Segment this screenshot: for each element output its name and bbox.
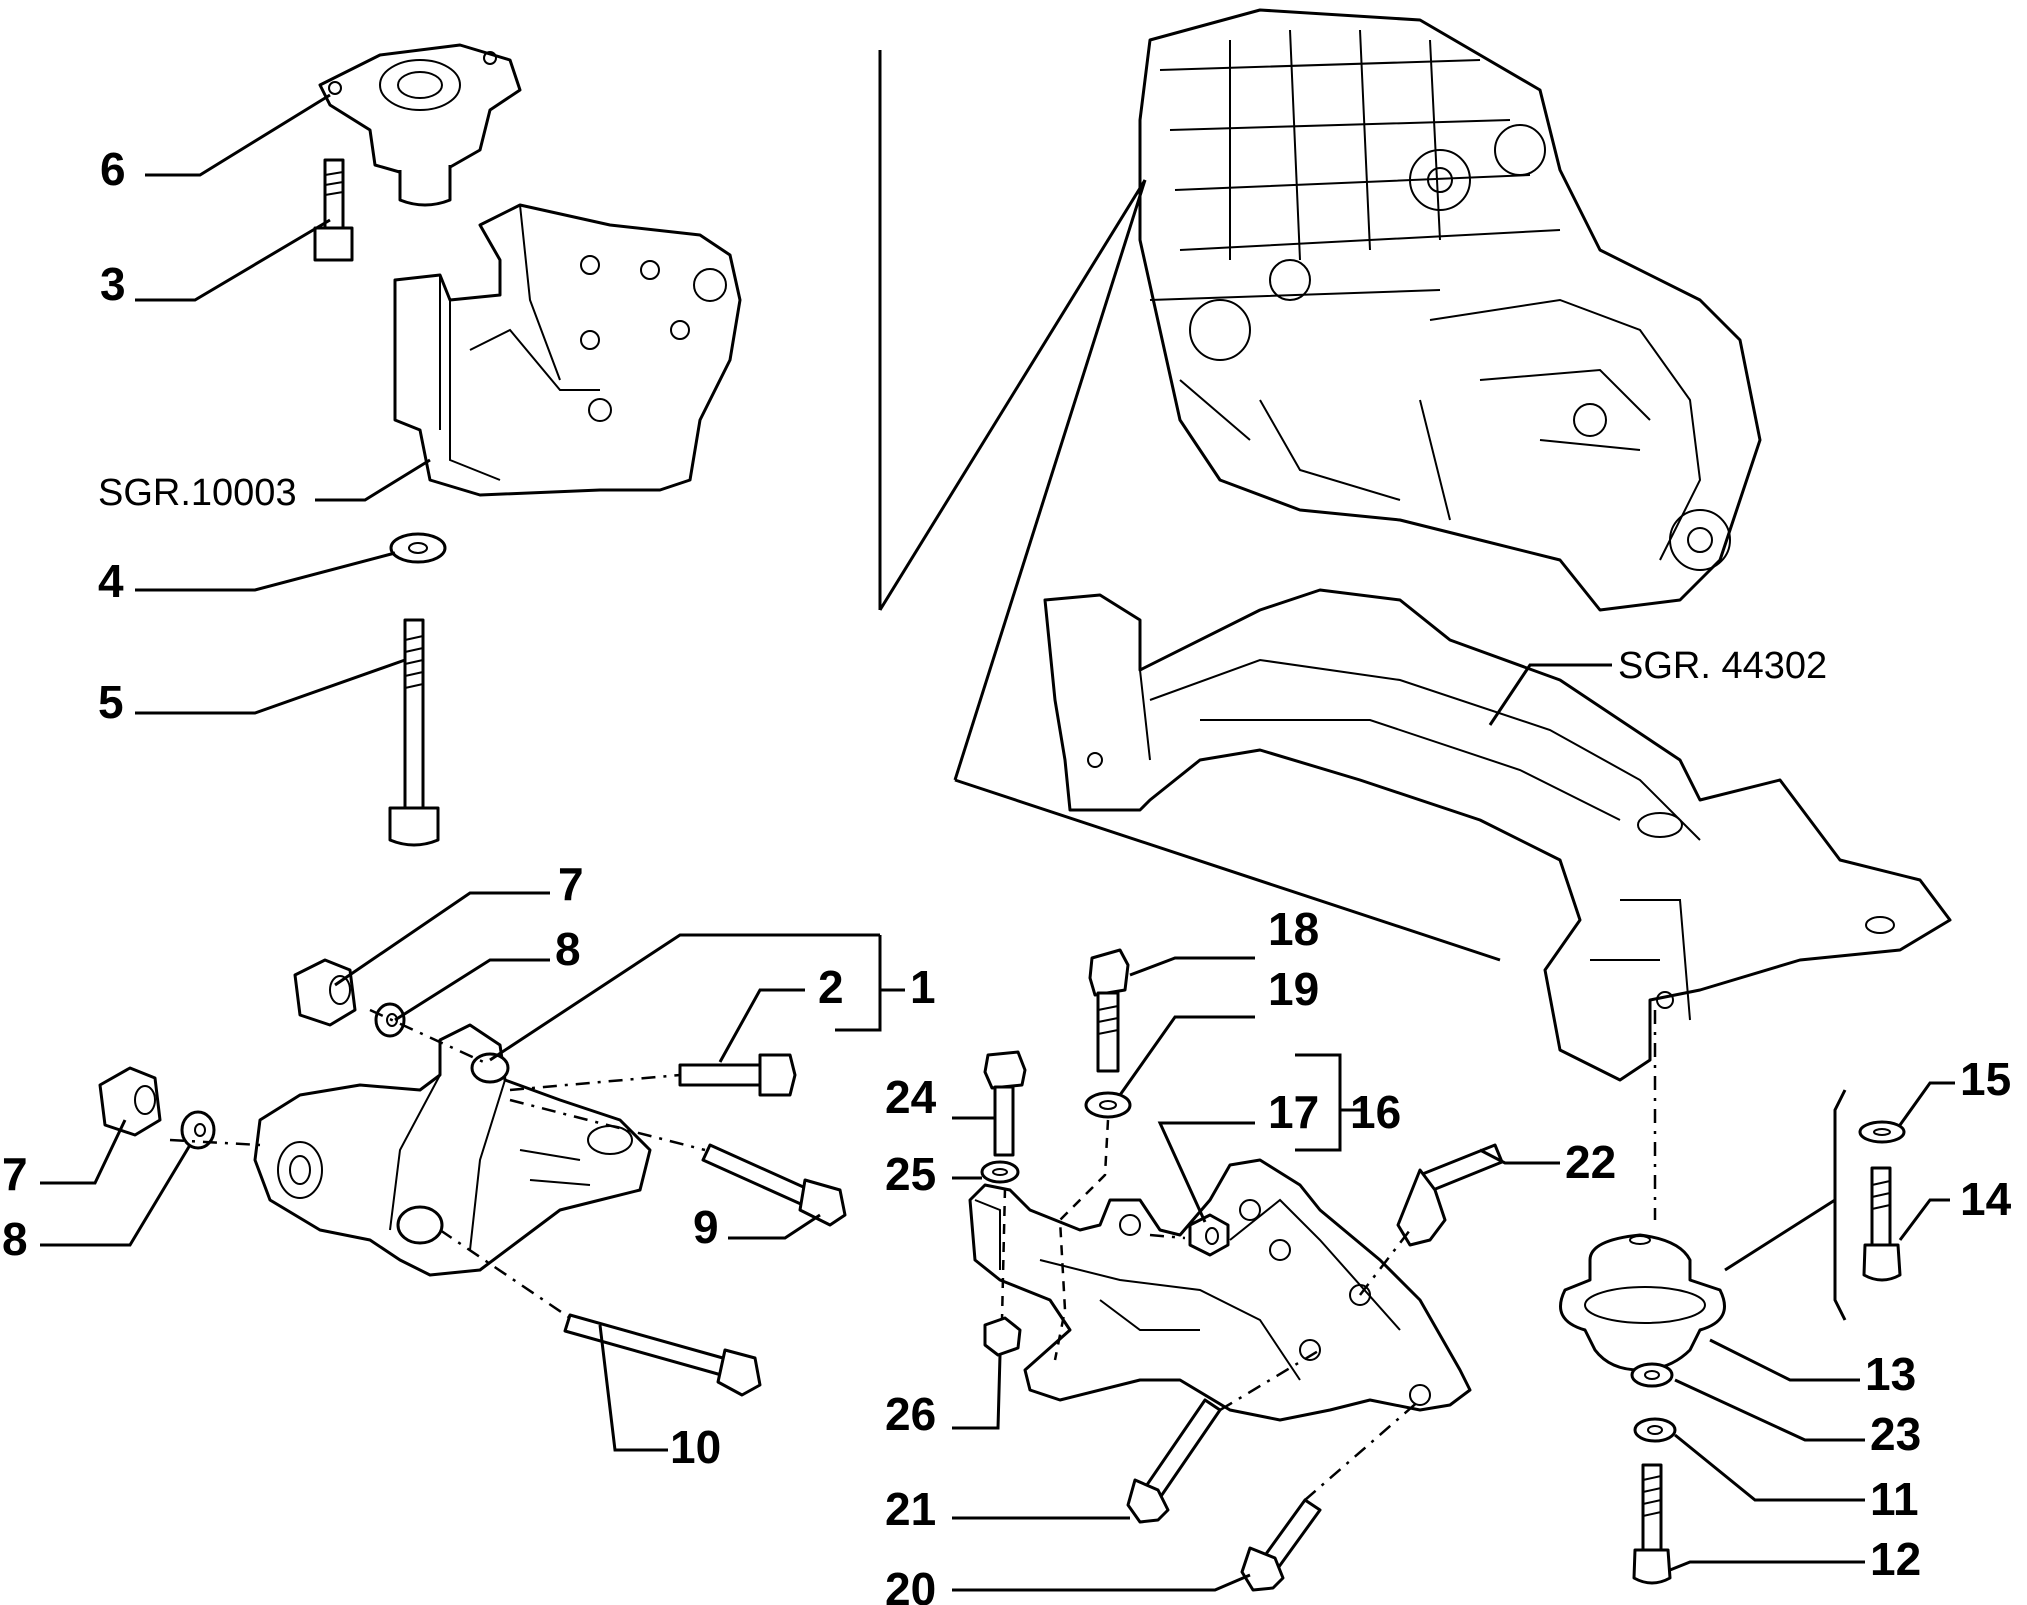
callout-20: 20 bbox=[885, 1563, 936, 1605]
part-3-bolt bbox=[313, 158, 354, 262]
callout-13: 13 bbox=[1865, 1348, 1916, 1400]
callout-8-lower: 8 bbox=[2, 1213, 28, 1265]
part-15-nut bbox=[1858, 1120, 1906, 1144]
part-7-nut-lower bbox=[98, 1066, 162, 1137]
callout-3: 3 bbox=[100, 258, 126, 310]
callout-17: 17 bbox=[1268, 1086, 1319, 1138]
callout-15: 15 bbox=[1960, 1053, 2011, 1105]
centre-support-bracket bbox=[968, 1158, 1472, 1422]
callout-8-upper: 8 bbox=[555, 923, 581, 975]
callout-7-lower: 7 bbox=[2, 1148, 28, 1200]
callout-labels: 6 3 SGR.10003 4 5 7 8 1 2 7 8 9 10 18 19… bbox=[2, 143, 2012, 1605]
part-9-bolt bbox=[701, 1143, 847, 1227]
callout-6: 6 bbox=[100, 143, 126, 195]
leader-lines bbox=[40, 93, 1955, 1592]
callout-26: 26 bbox=[885, 1388, 936, 1440]
zoom-indicator-lines bbox=[878, 50, 1501, 962]
part-22-bolt bbox=[1396, 1143, 1504, 1247]
part-5-long-bolt bbox=[388, 618, 440, 847]
part-14-bolt bbox=[1862, 1166, 1902, 1282]
part-12-bolt bbox=[1632, 1463, 1672, 1585]
part-21-bolt bbox=[1126, 1398, 1222, 1524]
part-10-long-bolt bbox=[563, 1313, 762, 1397]
part-2-stud bbox=[678, 1053, 797, 1097]
callout-5: 5 bbox=[98, 676, 124, 728]
left-engine-mount bbox=[253, 1023, 652, 1277]
part-24-bolt bbox=[983, 1050, 1027, 1157]
part-7-nut-upper bbox=[293, 958, 357, 1027]
callout-23: 23 bbox=[1870, 1408, 1921, 1460]
callout-9: 9 bbox=[693, 1201, 719, 1253]
callout-1: 1 bbox=[910, 961, 936, 1013]
part-18-bolt bbox=[1088, 948, 1130, 1073]
callout-21: 21 bbox=[885, 1483, 936, 1535]
callout-25: 25 bbox=[885, 1148, 936, 1200]
callout-16: 16 bbox=[1350, 1086, 1401, 1138]
callout-14: 14 bbox=[1960, 1173, 2012, 1225]
callout-10: 10 bbox=[670, 1421, 721, 1473]
callout-22: 22 bbox=[1565, 1136, 1616, 1188]
part-23-washer bbox=[1630, 1362, 1674, 1388]
part-4-lock-washer bbox=[389, 532, 447, 564]
part-20-bolt bbox=[1240, 1498, 1322, 1592]
part-25-washer bbox=[980, 1160, 1020, 1184]
callout-11: 11 bbox=[1870, 1473, 1919, 1525]
subframe-crossmember bbox=[1043, 588, 1952, 1082]
callout-18: 18 bbox=[1268, 903, 1319, 955]
callout-24: 24 bbox=[885, 1071, 937, 1123]
part-17-bushing bbox=[1188, 1213, 1230, 1257]
part-6-upper-mount bbox=[318, 43, 522, 207]
callout-19: 19 bbox=[1268, 963, 1319, 1015]
part-19-washer bbox=[1084, 1091, 1132, 1119]
callout-12: 12 bbox=[1870, 1533, 1921, 1585]
part-26-nut bbox=[983, 1316, 1022, 1357]
callout-4: 4 bbox=[98, 555, 124, 607]
callout-2: 2 bbox=[818, 961, 844, 1013]
engine-gearbox-assembly bbox=[1138, 8, 1762, 612]
reference-subframe-group: SGR. 44302 bbox=[1618, 645, 1827, 687]
part-8-washer-lower bbox=[180, 1110, 216, 1150]
callout-7-upper: 7 bbox=[558, 858, 584, 910]
reference-gearbox-group: SGR.10003 bbox=[98, 472, 297, 514]
part-11-washer bbox=[1633, 1417, 1677, 1443]
gearbox-support-bracket bbox=[393, 203, 742, 497]
part-13-rubber-mount bbox=[1559, 1233, 1726, 1372]
